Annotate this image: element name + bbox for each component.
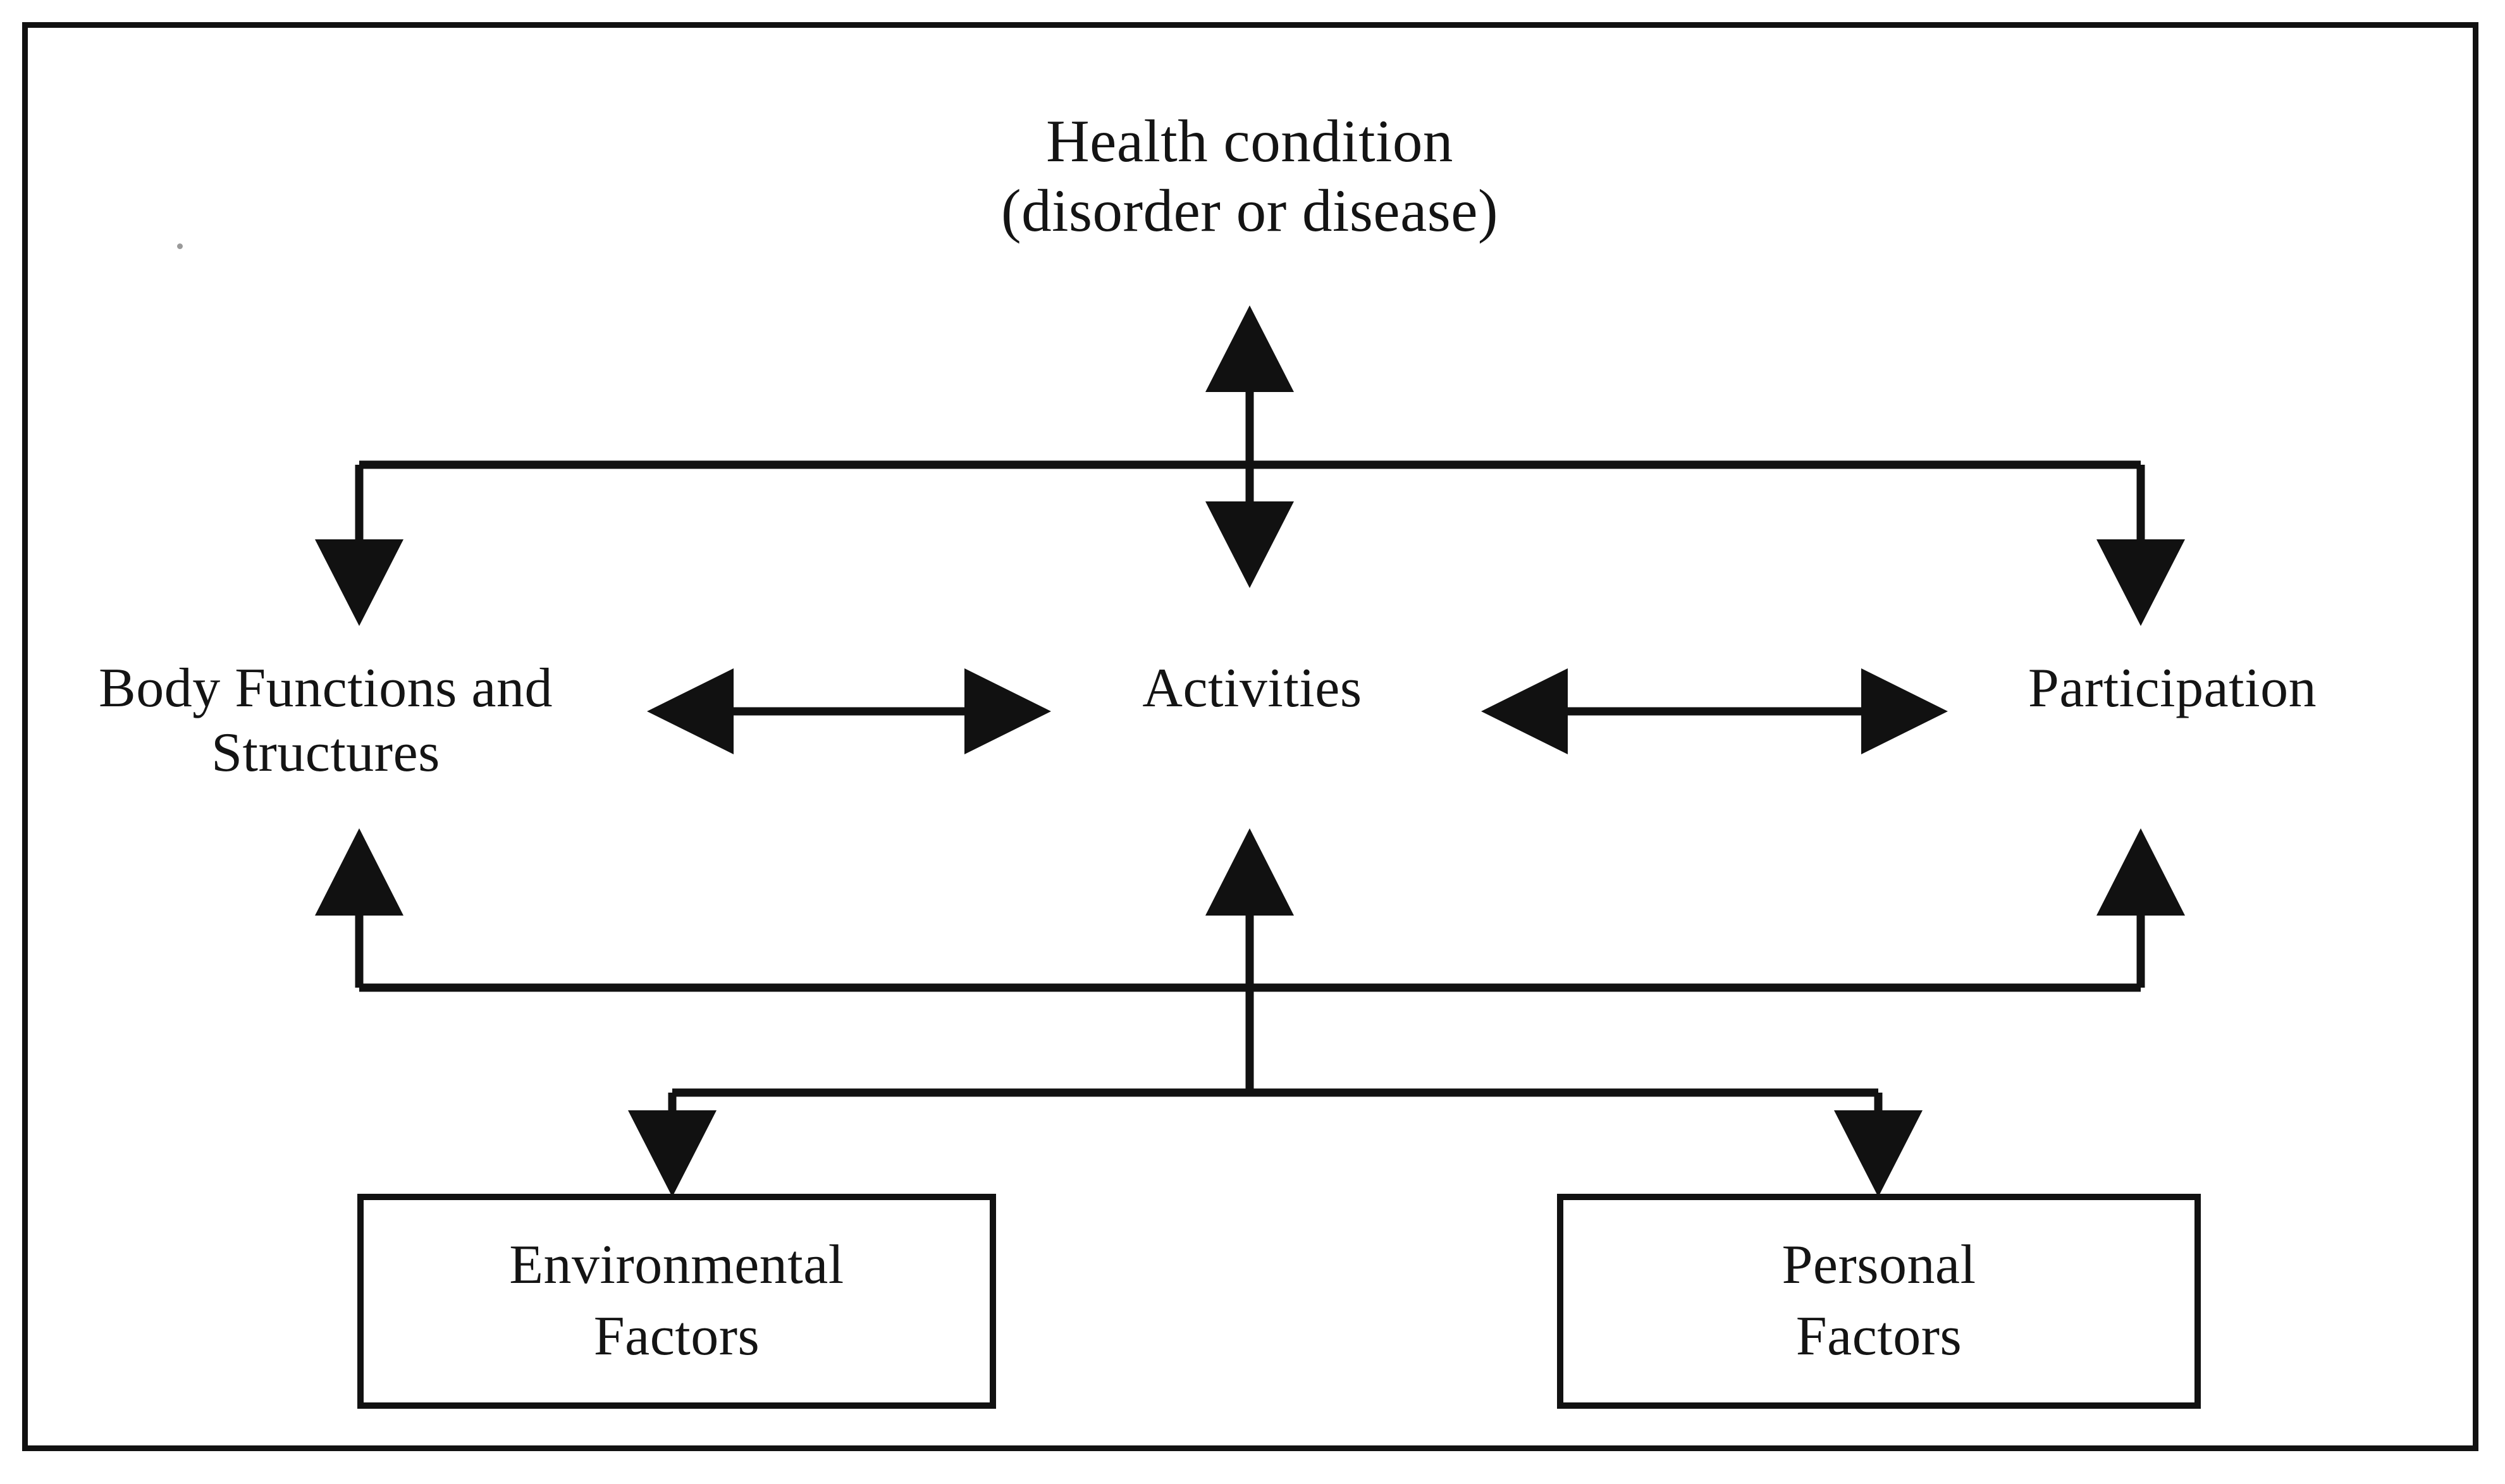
node-environmental-factors-box: Environmental Factors (357, 1194, 996, 1409)
activities-participation-double-arrow (1481, 668, 1948, 754)
bus-to-body-functions-up-arrow (315, 828, 403, 988)
bus-to-participation-arrow (2096, 465, 2185, 626)
health-condition-activities-double-arrow (1205, 305, 1294, 588)
branch-to-personal-factors-arrow (1834, 1093, 1923, 1197)
node-personal-factors-box: Personal Factors (1557, 1194, 2201, 1409)
contextual-stem-to-activities-up-arrow (1205, 828, 1294, 1094)
scan-speck-artifact (177, 243, 183, 249)
node-activities: Activities (1142, 658, 1362, 719)
node-participation: Participation (2028, 658, 2317, 719)
bus-to-participation-up-arrow (2096, 828, 2185, 988)
node-body-functions-and-structures: Body Functions and Structures (99, 658, 553, 784)
bus-to-body-functions-arrow (315, 465, 403, 626)
branch-to-environmental-factors-arrow (628, 1093, 717, 1197)
environmental-factors-label: Environmental Factors (509, 1234, 844, 1367)
node-health-condition: Health condition (disorder or disease) (1000, 107, 1499, 245)
personal-factors-label: Personal Factors (1782, 1234, 1976, 1367)
body-functions-activities-double-arrow (647, 668, 1051, 754)
